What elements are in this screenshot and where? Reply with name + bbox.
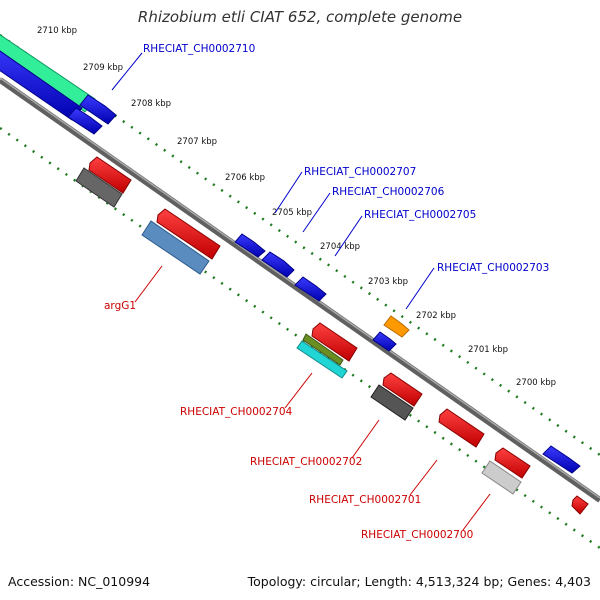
leader-rheciat-ch0002710	[111, 52, 143, 91]
feature-forward-2700[interactable]	[542, 445, 581, 474]
kbp-tick-labels: 2710 kbp 2709 kbp 2708 kbp 2707 kbp 2706…	[37, 26, 556, 388]
feature-gray-pseudogene[interactable]	[75, 167, 123, 208]
label-rheciat-ch0002705[interactable]: RHECIAT_CH0002705	[364, 209, 476, 221]
feature-rheciat-ch0002703-orange[interactable]	[383, 315, 410, 338]
feature-rheciat-ch0002700[interactable]	[481, 460, 522, 495]
label-rheciat-ch0002710[interactable]: RHECIAT_CH0002710	[143, 43, 255, 55]
leader-rheciat-ch0002703	[405, 267, 435, 310]
leader-rheciat-ch0002702	[351, 419, 380, 459]
feature-rheciat-ch0002701[interactable]	[438, 408, 485, 448]
feature-rheciat-ch0002704-olive[interactable]	[302, 333, 344, 366]
label-rheciat-ch0002701[interactable]: RHECIAT_CH0002701	[309, 494, 421, 506]
leader-rheciat-ch0002705	[334, 215, 363, 257]
tick-label-2707: 2707 kbp	[177, 137, 217, 147]
feature-rheciat-ch0002704-cyan[interactable]	[296, 340, 348, 379]
leader-rheciat-ch0002704	[284, 372, 313, 409]
feature-arg-red[interactable]	[156, 208, 221, 260]
genome-backbone	[0, 77, 600, 503]
label-rheciat-ch0002704[interactable]: RHECIAT_CH0002704	[180, 406, 293, 418]
leader-argg1	[134, 265, 163, 303]
feature-rheciat-ch0002709[interactable]	[67, 107, 103, 135]
feature-red-upper[interactable]	[88, 156, 132, 194]
feature-rheciat-ch0002703[interactable]	[372, 331, 397, 352]
tick-label-2705: 2705 kbp	[272, 208, 312, 218]
label-leader-lines	[111, 52, 491, 531]
label-rheciat-ch0002702[interactable]: RHECIAT_CH0002702	[250, 456, 362, 468]
feature-rheciat-ch0002700-red[interactable]	[494, 447, 531, 479]
topology-summary: Topology: circular; Length: 4,513,324 bp…	[247, 574, 591, 589]
map-title: Rhizobium etli CIAT 652, complete genome	[137, 8, 463, 26]
label-rheciat-ch0002700[interactable]: RHECIAT_CH0002700	[361, 529, 473, 541]
accession-text: Accession: NC_010994	[8, 574, 151, 589]
leader-rheciat-ch0002707	[274, 171, 303, 214]
feature-rheciat-ch0002702-red[interactable]	[382, 372, 423, 407]
tick-label-2708: 2708 kbp	[131, 99, 171, 109]
leader-rheciat-ch0002700	[462, 493, 491, 531]
tick-label-2709: 2709 kbp	[83, 63, 123, 73]
tick-label-2700: 2700 kbp	[516, 378, 556, 388]
label-rheciat-ch0002707[interactable]: RHECIAT_CH0002707	[304, 166, 416, 178]
tick-label-2704: 2704 kbp	[320, 242, 360, 252]
feature-rheciat-ch0002704-red[interactable]	[311, 322, 358, 362]
leader-rheciat-ch0002706	[302, 192, 331, 233]
leader-rheciat-ch0002701	[409, 459, 438, 496]
feature-rheciat-ch0002707[interactable]	[234, 233, 266, 258]
tick-label-2706: 2706 kbp	[225, 173, 265, 183]
feature-rheciat-ch0002706[interactable]	[261, 251, 295, 278]
label-argg1[interactable]: argG1	[104, 300, 136, 312]
forward-strand-features	[0, 28, 581, 474]
feature-reverse-edge[interactable]	[571, 495, 589, 515]
tick-label-2703: 2703 kbp	[368, 277, 408, 287]
feature-rheciat-ch0002710[interactable]	[79, 94, 117, 125]
feature-green-gene[interactable]	[0, 28, 96, 113]
tick-label-2710: 2710 kbp	[37, 26, 77, 36]
feature-rheciat-ch0002705[interactable]	[294, 276, 327, 302]
tick-label-2702: 2702 kbp	[416, 311, 456, 321]
tick-label-2701: 2701 kbp	[468, 345, 508, 355]
reverse-strand-features	[75, 156, 589, 515]
label-rheciat-ch0002706[interactable]: RHECIAT_CH0002706	[332, 186, 445, 198]
feature-argg1[interactable]	[141, 220, 210, 275]
feature-labels: RHECIAT_CH0002710 RHECIAT_CH0002707 RHEC…	[104, 43, 549, 541]
label-rheciat-ch0002703[interactable]: RHECIAT_CH0002703	[437, 262, 549, 274]
outer-tick-track	[0, 33, 600, 457]
feature-rheciat-ch0002702[interactable]	[370, 384, 414, 421]
